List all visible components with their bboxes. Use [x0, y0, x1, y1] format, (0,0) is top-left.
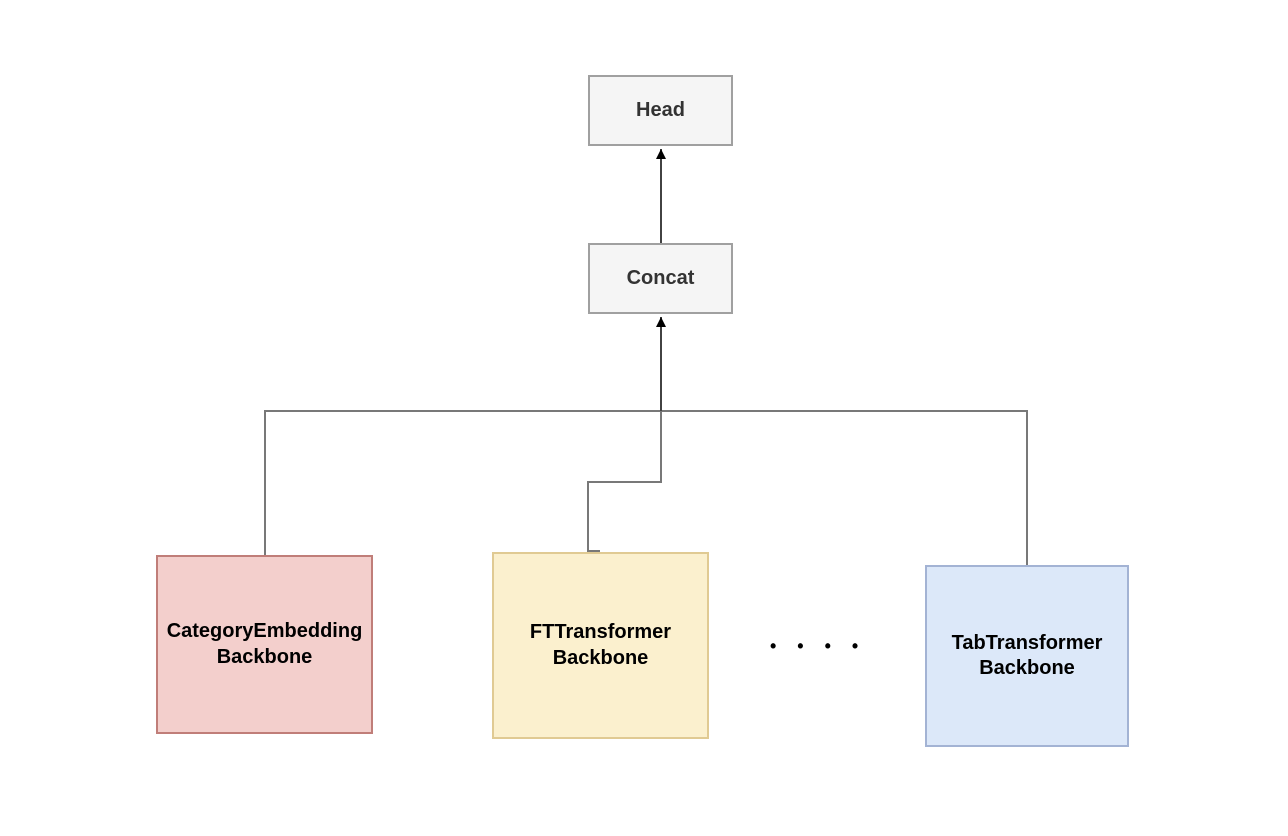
edge-backbone-bus [264, 410, 1028, 565]
node-fttransformer-backbone-label: FTTransformer Backbone [529, 621, 672, 669]
node-concat-label: Concat [626, 266, 695, 289]
node-head-label: Head [636, 98, 685, 121]
node-category-embedding-backbone: CategoryEmbedding Backbone [156, 555, 373, 734]
ellipsis-dots: •••• [770, 636, 880, 656]
node-category-embedding-backbone-label: CategoryEmbedding Backbone [166, 620, 363, 668]
node-head: Head [588, 75, 733, 146]
node-fttransformer-backbone: FTTransformer Backbone [492, 552, 709, 739]
node-tabtransformer-backbone-label: TabTransformer Backbone [951, 631, 1103, 679]
edge-fttransformer-to-bus [587, 411, 662, 552]
node-concat: Concat [588, 243, 733, 314]
node-tabtransformer-backbone: TabTransformer Backbone [925, 565, 1129, 747]
